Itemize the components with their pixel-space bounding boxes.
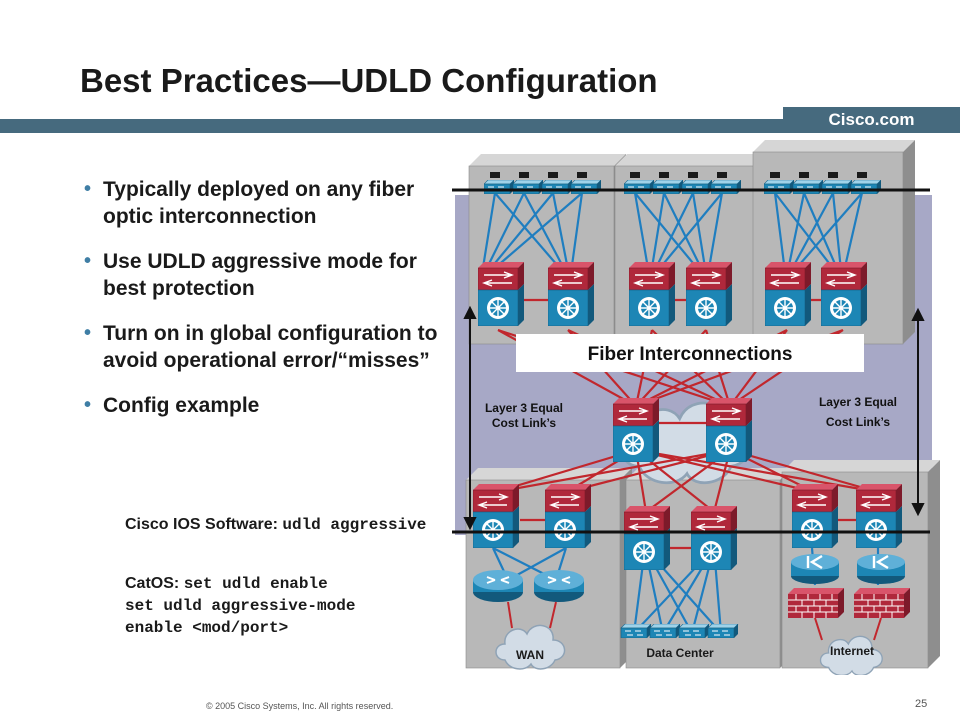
access-switch-icon bbox=[653, 180, 683, 194]
distribution-switch-icon bbox=[473, 484, 519, 548]
distribution-switch-icon bbox=[545, 484, 591, 548]
title-underline-bar bbox=[0, 119, 960, 133]
fiber-interconnections-banner bbox=[516, 334, 864, 372]
ios-config-example: Cisco IOS Software: udld aggressive bbox=[125, 514, 455, 536]
catos-config-code-line1: set udld enable bbox=[183, 575, 328, 593]
distribution-switch-icon bbox=[478, 262, 524, 326]
core-switch-icon bbox=[613, 398, 659, 462]
distribution-switch-icon bbox=[856, 484, 902, 548]
bullet-text: Typically deployed on any fiber optic in… bbox=[103, 178, 415, 228]
page-number: 25 bbox=[915, 698, 928, 710]
bullet-dot-icon: • bbox=[84, 322, 92, 344]
brand-tab: Cisco.com bbox=[783, 107, 960, 132]
distribution-switch-icon bbox=[548, 262, 594, 326]
edge-appliance-icon bbox=[791, 554, 905, 584]
ios-config-code: udld aggressive bbox=[282, 516, 427, 534]
bullet-dot-icon: • bbox=[84, 178, 92, 200]
access-switch-icon bbox=[711, 180, 741, 194]
left-link-label-line2: Cost Link’s bbox=[492, 416, 557, 430]
firewall-icon bbox=[788, 588, 844, 618]
data-center-label: Data Center bbox=[646, 646, 714, 660]
access-switch-icon bbox=[764, 180, 794, 194]
distribution-switch-icon bbox=[765, 262, 811, 326]
catos-config-code-line2: set udld aggressive-mode bbox=[125, 597, 356, 615]
bullet-item: • Typically deployed on any fiber optic i… bbox=[84, 176, 444, 230]
bullet-item: • Config example bbox=[84, 392, 444, 419]
copyright-footer: © 2005 Cisco Systems, Inc. All rights re… bbox=[206, 701, 394, 711]
firewall-icon bbox=[854, 588, 910, 618]
distribution-switch-icon bbox=[792, 484, 838, 548]
access-switch-icon bbox=[571, 180, 601, 194]
access-switch-icon bbox=[620, 624, 652, 638]
right-link-label-line1: Layer 3 Equal bbox=[819, 395, 897, 409]
access-switch-icon bbox=[484, 180, 514, 194]
access-switch-icon bbox=[851, 180, 881, 194]
access-switch-icon bbox=[649, 624, 681, 638]
router-icon bbox=[534, 570, 584, 602]
bullet-list: • Typically deployed on any fiber optic i… bbox=[84, 176, 444, 429]
catos-config-label: CatOS: bbox=[125, 575, 180, 592]
bullet-item: • Turn on in global configuration to avoi… bbox=[84, 320, 444, 374]
bullet-dot-icon: • bbox=[84, 394, 92, 416]
distribution-switch-icon bbox=[629, 262, 675, 326]
network-diagram: WAN Data Center Internet Fiber Interconn… bbox=[452, 140, 940, 675]
bullet-item: • Use UDLD aggressive mode for best prote… bbox=[84, 248, 444, 302]
right-link-label-line2: Cost Link’s bbox=[826, 415, 891, 429]
access-switch-icon bbox=[624, 180, 654, 194]
bullet-text: Config example bbox=[103, 394, 260, 417]
distribution-switch-icon bbox=[624, 506, 670, 570]
wan-internet-links bbox=[507, 601, 882, 641]
bullet-dot-icon: • bbox=[84, 250, 92, 272]
catos-config-code-line3: enable <mod/port> bbox=[125, 619, 289, 637]
ios-config-label: Cisco IOS Software: bbox=[125, 516, 278, 533]
access-switch-icon bbox=[542, 180, 572, 194]
access-switch-icon bbox=[678, 624, 710, 638]
distribution-switch-icon bbox=[821, 262, 867, 326]
access-switch-icon bbox=[793, 180, 823, 194]
access-switch-icon bbox=[682, 180, 712, 194]
access-switch-icon bbox=[707, 624, 739, 638]
core-switch-icon bbox=[706, 398, 752, 462]
bullet-text: Turn on in global configuration to avoid… bbox=[103, 322, 438, 372]
bullet-text: Use UDLD aggressive mode for best protec… bbox=[103, 250, 417, 300]
left-double-arrow-icon bbox=[463, 305, 477, 531]
distribution-switch-icon bbox=[686, 262, 732, 326]
access-switch-icon bbox=[822, 180, 852, 194]
right-double-arrow-icon bbox=[911, 307, 925, 517]
endpoint-ports-icon bbox=[490, 172, 867, 178]
access-switch-icon bbox=[513, 180, 543, 194]
left-link-label-line1: Layer 3 Equal bbox=[485, 401, 563, 415]
router-icon bbox=[473, 570, 523, 602]
catos-config-example: CatOS: set udld enable set udld aggressi… bbox=[125, 573, 455, 639]
wan-label: WAN bbox=[516, 648, 544, 662]
fiber-interconnections-label: Fiber Interconnections bbox=[588, 344, 793, 365]
internet-label: Internet bbox=[830, 644, 874, 658]
slide-title: Best Practices—UDLD Configuration bbox=[80, 62, 658, 99]
distribution-switch-icon bbox=[691, 506, 737, 570]
